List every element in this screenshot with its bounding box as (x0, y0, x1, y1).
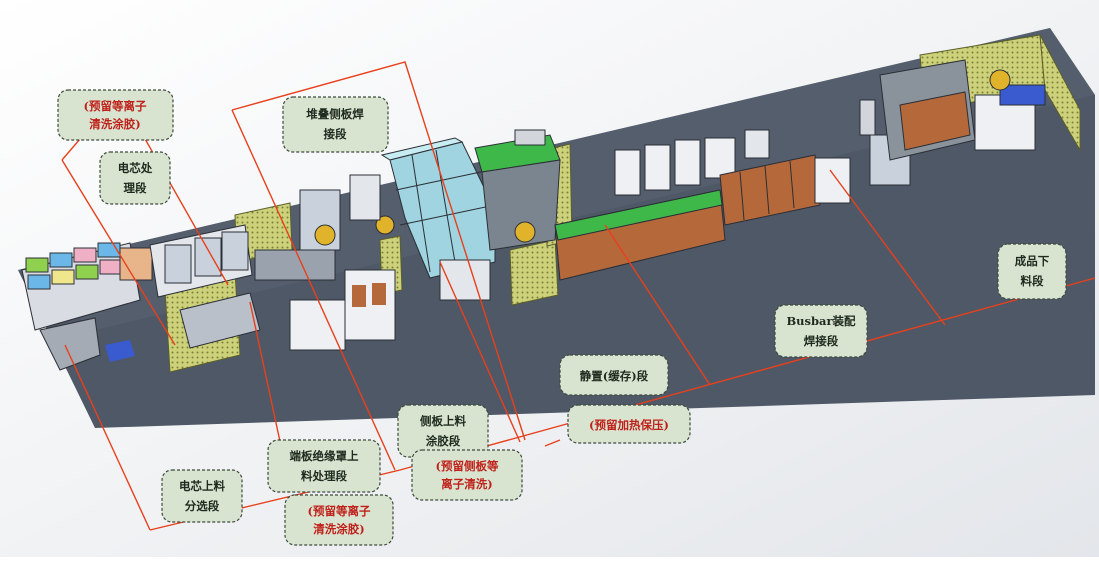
unload-station (859, 59, 1046, 161)
svg-text:(预留侧板等: (预留侧板等 (436, 459, 499, 473)
svg-text:侧板上料: 侧板上料 (420, 414, 466, 428)
svg-text:离子清洗): 离子清洗) (441, 477, 492, 491)
sideplate-station (474, 129, 561, 251)
cell-feed-station (21, 242, 153, 371)
label-unload: 成品下 料段 (997, 243, 1067, 300)
standby-conveyors (554, 129, 770, 281)
svg-text:成品下: 成品下 (1015, 254, 1050, 268)
label-endplate-feed: 端板绝缘罩上 料处理段 (267, 439, 381, 493)
svg-text:(预留等离子: (预留等离子 (308, 504, 371, 518)
label-reserve-heat: (预留加热保压) (567, 404, 691, 444)
svg-text:(预留等离子: (预留等离子 (84, 99, 147, 113)
svg-text:分选段: 分选段 (185, 499, 220, 513)
label-sideplate-feed: 侧板上料 涂胶段 (397, 404, 489, 458)
svg-text:焊接段: 焊接段 (804, 334, 839, 348)
label-reserve-plasma-bottom: (预留等离子 清洗涂胶) (284, 494, 394, 546)
cell-processing-machines (149, 224, 261, 349)
stack-weld-enclosure (349, 137, 496, 301)
label-busbar-weld: Busbar装配 焊接段 (774, 304, 868, 358)
endplate-machines (254, 189, 396, 351)
label-reserve-plasma-top: (预留等离子 清洗涂胶) (57, 89, 174, 141)
svg-text:理段: 理段 (124, 181, 147, 195)
label-cell-processing: 电芯处 理段 (99, 151, 171, 205)
svg-text:料段: 料段 (1021, 274, 1044, 288)
svg-text:料处理段: 料处理段 (301, 469, 347, 483)
svg-text:Busbar装配: Busbar装配 (786, 314, 856, 328)
svg-text:电芯处: 电芯处 (118, 161, 153, 175)
svg-text:电芯上料: 电芯上料 (179, 479, 225, 493)
label-cell-feed-sort: 电芯上料 分选段 (161, 469, 243, 523)
svg-text:静置(缓存)段: 静置(缓存)段 (580, 369, 649, 383)
label-standby: 静置(缓存)段 (559, 354, 669, 396)
svg-text:端板绝缘罩上: 端板绝缘罩上 (290, 449, 359, 463)
svg-text:清洗涂胶): 清洗涂胶) (313, 522, 364, 536)
svg-text:涂胶段: 涂胶段 (426, 434, 461, 448)
svg-text:(预留加热保压): (预留加热保压) (589, 418, 669, 432)
label-reserve-sideplate-plasma: (预留侧板等 离子清洗) (411, 449, 523, 501)
svg-text:接段: 接段 (324, 127, 347, 141)
label-stack-weld: 堆叠侧板焊 接段 (282, 96, 389, 153)
svg-text:堆叠侧板焊: 堆叠侧板焊 (306, 107, 364, 121)
svg-text:清洗涂胶): 清洗涂胶) (89, 117, 140, 131)
